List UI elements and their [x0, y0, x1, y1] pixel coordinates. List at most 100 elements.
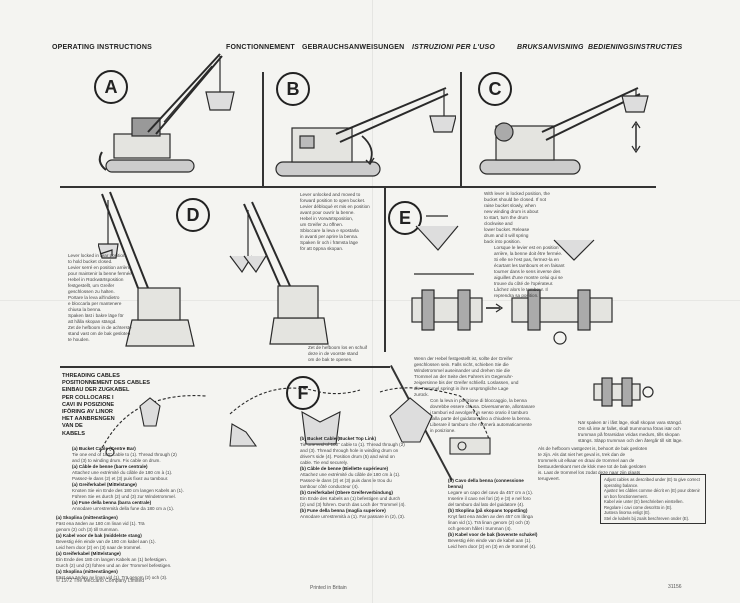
text-line: bestuurderskant met de klok mee tot de b… — [538, 464, 647, 469]
divider-bc — [460, 72, 462, 186]
text-line: is. Laat de trommel los zodat deze naar … — [538, 470, 641, 475]
text-line: avant pour ouvrir la benne. — [300, 210, 355, 215]
text-line: geschlossen sein. Falls nicht, schieben … — [414, 362, 509, 367]
panel-a-label: A — [94, 70, 128, 104]
crane-illustration-d-closed — [98, 191, 195, 347]
text-line: dovrebbe essere chiusa. Diversamente, al… — [430, 404, 535, 409]
text-line: Annodare un'estremità della fune da 180 … — [72, 506, 175, 511]
text-line: back into position. — [484, 239, 521, 244]
text-line: (b) Kabel voor de bak (bovenste schakel) — [448, 532, 538, 537]
text-line: Attachez une extrémité du câble de 180 c… — [72, 470, 173, 475]
text-line: Lever unlocked and moved to — [300, 192, 361, 197]
text-line: Adjust cables as described under (E) to … — [604, 477, 700, 482]
text-line: Als de hefboom vastgezet is, behoort de … — [538, 446, 648, 451]
text-line: trouve du côté de l'opérateur. — [494, 281, 554, 286]
fold-line-horizontal — [0, 300, 740, 301]
text-line: Knoten Sie ein Ende des 180 cm langen Ka… — [72, 488, 184, 493]
text-line: and (3) to winding drum. Fix cable on dr… — [72, 458, 161, 463]
text-line: zurück. — [414, 392, 429, 397]
header-titles: OPERATING INSTRUCTIONS FONCTIONNEMENT GE… — [52, 44, 712, 58]
text-line: Si elle ne l'est pas, fermez-la en — [494, 257, 559, 262]
text-line: POSITIONNEMENT DES CABLES — [62, 380, 150, 387]
text-line: bucket should be closed. If not — [484, 197, 547, 202]
threading-cables-title: THREADING CABLES POSITIONNEMENT DES CABL… — [62, 373, 150, 438]
text-line: Durch (2) und (3) führen und an der Trom… — [56, 563, 172, 568]
text-line: (a) Kabel voor de bak (middelste stang) — [56, 533, 142, 538]
text-line: Ajustez les câbles comme décrit en (E) p… — [604, 488, 700, 493]
text-line: (a) Fune della benna (barra centrale) — [72, 500, 152, 505]
cables-text-col1: (a) Bucket Cable (Centre Bar) Tie one en… — [72, 446, 184, 512]
text-line: HET AANBRENGEN — [62, 416, 115, 423]
text-line: (a) Skoplina (mittenstången) — [56, 569, 118, 574]
adjust-cables-box — [600, 474, 706, 524]
text-line: (b) Câble de benne (Biellette supérieure… — [300, 466, 389, 471]
text-line: linan vid (1). Trä linan genom (2) och (… — [448, 520, 530, 525]
text-line: Tie one end of 180" cable to (1). Thread… — [300, 442, 405, 447]
text-line: Justera linorna enligt (E). — [604, 510, 651, 515]
text-line: arrière, la benne doit être fermée. — [494, 251, 563, 256]
divider-row-1 — [60, 186, 656, 188]
text-line: om de bak te openen. — [308, 357, 353, 362]
text-line: Passez-le dans (2) et (3) puis dans le t… — [300, 478, 392, 483]
text-line: trommels uit elkaar en draai de trommel … — [538, 458, 635, 463]
panel-e-middle-text-it: Con la leva in posizione di bloccaggio, … — [430, 398, 535, 434]
text-line: Hebel in Vorwärtsposition, — [300, 216, 354, 221]
panel-c-label: C — [478, 72, 512, 106]
text-line: Ein Ende des 180 cm langen Kabels an (1)… — [56, 557, 168, 562]
crane-illustration-d-open — [229, 201, 329, 345]
title-sv: BRUKSANVISNING — [517, 44, 584, 51]
crane-illustration-a — [98, 53, 235, 173]
title-nl: BEDIENINGSINSTRUCTIES — [588, 44, 683, 51]
crane-illustration-b — [275, 87, 456, 177]
text-line: Zet de hefboom los en schuif — [308, 345, 367, 350]
text-line: Liberare il tamburo che ritornerà automa… — [430, 422, 532, 427]
text-line: (b) Fune della benna (maglia superiore) — [300, 508, 386, 513]
text-line: genom (2) och (3) till trumman. — [56, 527, 119, 532]
text-line: geschlossen zu halten. — [68, 289, 115, 294]
text-line: VAN DE — [62, 423, 83, 430]
panel-b-label: B — [276, 72, 310, 106]
text-line: (a) Câble de benne (barre centrale) — [72, 464, 148, 469]
text-line: Ein Ende des Kabels an (1) befestigen un… — [300, 496, 401, 501]
title-de: GEBRAUCHSANWEISUNGEN — [302, 44, 405, 51]
text-line: del tamburo dal lato del guidatore (4). — [448, 502, 525, 507]
drum-illustration-e — [411, 215, 613, 345]
text-line: Spaken läst i bakre läge för — [68, 313, 124, 318]
text-line: Om så inte är fallet, skall trummorna fö… — [578, 426, 681, 431]
text-line: trumman på förarsidan vridas medurs, til… — [578, 432, 680, 437]
text-line: Attachez une extrémité du câble de 180 c… — [300, 472, 401, 477]
text-line: Con la leva in posizione di bloccaggio, … — [430, 398, 527, 403]
text-line: un bon fonctionnement. — [604, 493, 648, 499]
text-line: Zet de hefboom in de achterste — [68, 325, 132, 330]
text-line: (a) Bucket Cable (Centre Bar) — [72, 446, 136, 451]
text-line: die Trommel springt in ihre ursprünglich… — [414, 386, 509, 391]
text-line: (a) Skoplina (mittenstången) — [56, 515, 118, 520]
text-line: clockwise and — [484, 221, 513, 226]
text-line: te zijn. Als dat niet het geval is, trek… — [538, 452, 626, 457]
text-line: IFÖRING AV LINOR — [62, 409, 113, 416]
text-line: Knyt fast ena änden av den 457 cm långa — [448, 514, 533, 519]
title-fr: FONCTIONNEMENT — [226, 44, 295, 51]
text-line: raise bucket slowly, when — [484, 203, 536, 208]
text-line: Fäst ena änden av 180 cm linan vid (1). … — [56, 521, 145, 526]
text-line: Levier débloqué et mis en position — [300, 204, 370, 209]
divider-row-2-left — [60, 366, 390, 368]
panel-d-label: D — [176, 198, 210, 232]
cables-text-col1b: (a) Skoplina (mittenstången) Fäst ena än… — [56, 515, 171, 581]
text-line: zeigersinne bis der Greifer schließt. Lo… — [414, 380, 519, 385]
text-line: um Greifer zu öffnen. — [300, 222, 344, 227]
text-line: drum and it will spring — [484, 233, 529, 238]
text-line: cable. Tie end securely. — [300, 460, 348, 465]
text-line: Levier serré en position arrière — [68, 265, 131, 270]
text-line: te houden. — [68, 337, 90, 342]
text-line: (b) Skoplina (på skopans toppstång) — [448, 508, 528, 513]
title-it: ISTRUZIONI PER L'USO — [412, 44, 496, 51]
text-line: (b) Cavo della benna (connessione — [448, 478, 524, 483]
text-line: (a) Greiferkabel (Mittelstange) — [72, 482, 137, 487]
panel-e-label: E — [388, 201, 422, 235]
title-en: OPERATING INSTRUCTIONS — [52, 44, 152, 51]
text-line: to hold bucket closed. — [68, 259, 113, 264]
text-line: (2) und (3) führen. Durch das Loch der T… — [300, 502, 406, 507]
text-line: driver's side (4). Position drum (5) and… — [300, 454, 395, 459]
